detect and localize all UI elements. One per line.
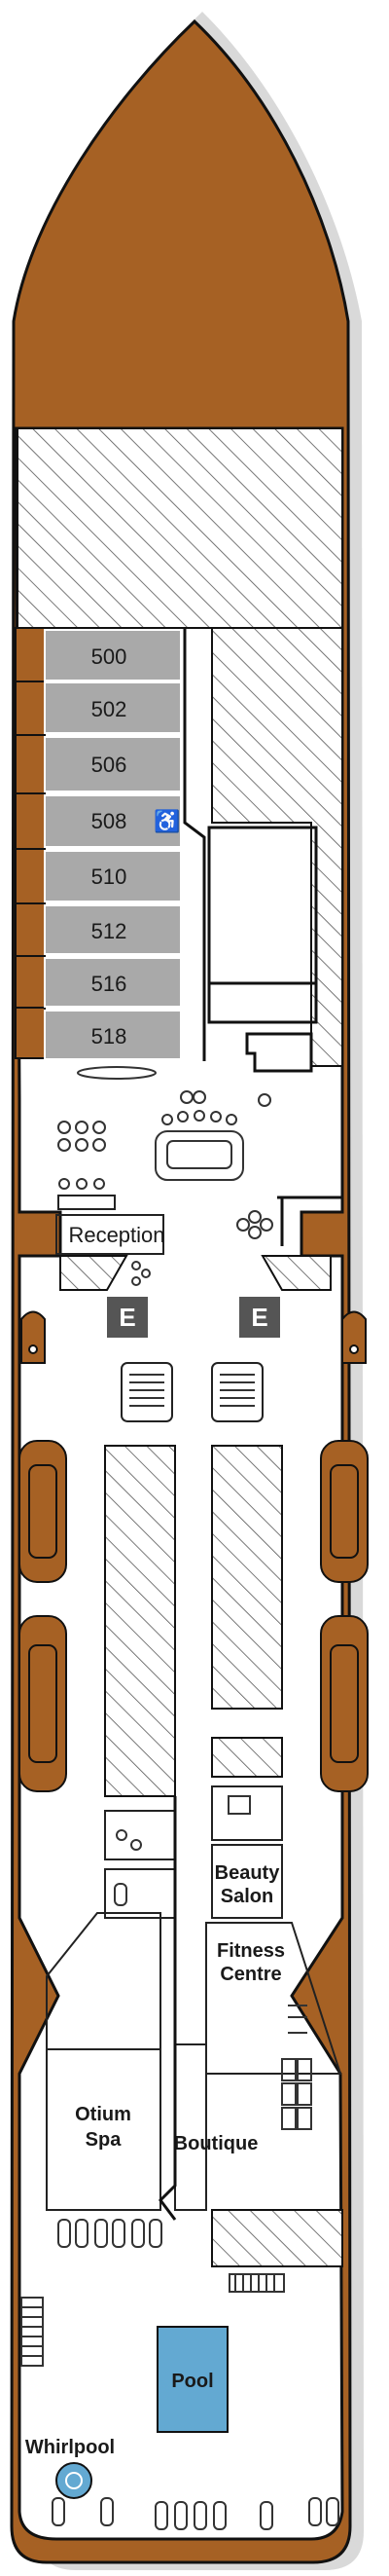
armchair-cluster-right <box>236 1210 273 1239</box>
cabin-500[interactable]: 500 <box>44 629 182 681</box>
aft-loungers <box>52 2497 339 2530</box>
cabin-518[interactable]: 518 <box>44 1010 182 1060</box>
cabin-516[interactable]: 516 <box>44 957 182 1008</box>
armchair-cluster-left <box>57 1121 106 1152</box>
stair-hatch-right <box>261 1255 332 1291</box>
elevator-right[interactable]: E <box>239 1297 280 1338</box>
stair-outline <box>245 1032 313 1073</box>
gangway-icon <box>20 2297 44 2367</box>
lifeboats <box>18 1310 369 1792</box>
beauty-salon-label-1: Beauty <box>215 1862 281 1884</box>
fitness-label-1: Fitness <box>217 1940 285 1962</box>
cabin-number: 512 <box>91 919 127 943</box>
wheelchair-icon: ♿ <box>154 809 180 833</box>
railing-icon <box>229 2273 285 2293</box>
gym-equipment-icon <box>281 2005 312 2130</box>
cabin-502[interactable]: 502 <box>44 681 182 734</box>
cabin-510[interactable]: 510 <box>44 850 182 902</box>
cabin-508[interactable]: 508 ♿ <box>44 794 182 848</box>
balcony-dividers <box>16 681 45 1009</box>
reception-desk-group: Reception <box>55 1178 165 1286</box>
cabin-number: 500 <box>91 644 127 669</box>
port-balcony-strip <box>15 627 46 1059</box>
elevator-label: E <box>119 1303 135 1332</box>
corridor-wall <box>183 628 206 1061</box>
starboard-hatched-corridor <box>211 1445 283 1710</box>
cabin-list: 500 502 506 508 ♿ 510 512 516 518 <box>44 629 182 1060</box>
pool[interactable]: Pool <box>157 2326 229 2433</box>
lounge-seating <box>57 1066 273 1239</box>
aft-corridor-wall <box>159 1796 177 2221</box>
central-sofa-ring <box>155 1110 244 1181</box>
fitness-centre[interactable]: Fitness Centre <box>205 1922 342 2130</box>
cabin-number: 516 <box>91 972 127 996</box>
reception-wall <box>277 1196 342 1246</box>
boutique-label: Boutique <box>174 2133 259 2154</box>
cabin-number: 508 <box>91 809 127 833</box>
elevator-label: E <box>251 1303 267 1332</box>
staircases <box>121 1362 264 1422</box>
spa-label-1: Otium <box>75 2104 131 2125</box>
cabin-512[interactable]: 512 <box>44 904 182 955</box>
reception-label: Reception <box>68 1223 164 1247</box>
cabin-number: 502 <box>91 697 127 721</box>
pool-label: Pool <box>171 2371 213 2392</box>
otium-spa[interactable]: Otium Spa <box>46 1912 161 2211</box>
cabin-number: 518 <box>91 1024 127 1049</box>
cabin-number: 506 <box>91 753 127 777</box>
deck-floor <box>14 426 344 2541</box>
cabin-506[interactable]: 506 <box>44 736 182 792</box>
tender-icon <box>20 1310 46 1364</box>
elevator-left[interactable]: E <box>107 1297 148 1338</box>
port-hatched-corridor <box>104 1445 176 1797</box>
service-room <box>207 826 318 1024</box>
stair-hatch-left <box>59 1255 128 1291</box>
beauty-salon[interactable]: Beauty Salon <box>211 1844 283 1919</box>
small-hatched-area <box>211 1737 283 1778</box>
spa-loungers <box>57 2219 162 2248</box>
spa-label-2: Spa <box>86 2129 123 2151</box>
beauty-salon-label-2: Salon <box>221 1886 273 1907</box>
tender-icon <box>341 1310 367 1364</box>
cabin-number: 510 <box>91 865 127 889</box>
whirlpool[interactable]: Whirlpool <box>25 2437 115 2499</box>
aft-hatched-area <box>211 2209 343 2267</box>
forward-hatched-area <box>17 427 343 629</box>
fitness-label-2: Centre <box>220 1964 281 1985</box>
whirlpool-label: Whirlpool <box>25 2437 115 2458</box>
